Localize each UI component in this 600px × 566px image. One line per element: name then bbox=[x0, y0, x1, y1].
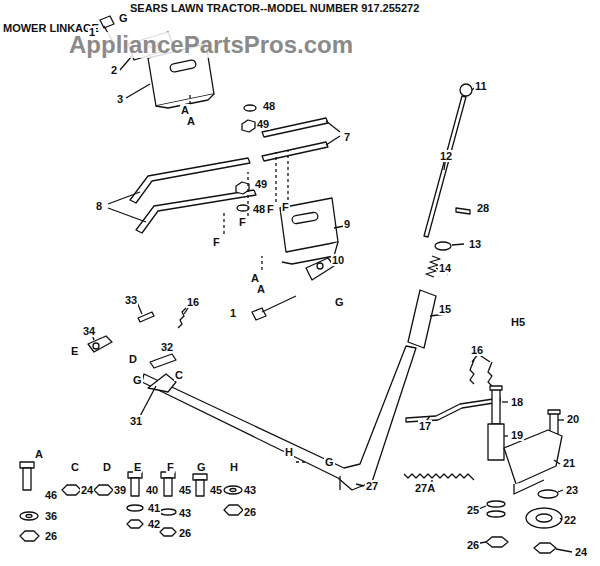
callout-number: A bbox=[186, 115, 196, 127]
callout-number: 24 bbox=[574, 546, 588, 558]
callout-number: G bbox=[324, 456, 335, 468]
callout-number: 19 bbox=[510, 429, 524, 441]
callout-number: 8 bbox=[95, 200, 103, 212]
callout-number: 42 bbox=[147, 518, 161, 530]
callout-number: 40 bbox=[145, 484, 159, 496]
callout-number: H5 bbox=[510, 316, 526, 328]
callout-number: 27 bbox=[365, 480, 379, 492]
callout-number: 22 bbox=[563, 514, 577, 526]
callout-number: 26 bbox=[466, 539, 480, 551]
callout-number: 45 bbox=[178, 484, 192, 496]
callout-number: 20 bbox=[566, 413, 580, 425]
callout-number: C bbox=[70, 461, 80, 473]
callout-number: 13 bbox=[468, 238, 482, 250]
callout-number: 17 bbox=[418, 420, 432, 432]
callout-number: 23 bbox=[565, 484, 579, 496]
callout-number: 11 bbox=[474, 80, 488, 92]
page-title: SEARS LAWN TRACTOR--MODEL NUMBER 917.255… bbox=[130, 2, 419, 14]
callout-number: 21 bbox=[562, 457, 576, 469]
callout-number: D bbox=[128, 353, 138, 365]
callout-number: 48 bbox=[252, 203, 266, 215]
callout-number: 27A bbox=[414, 482, 436, 494]
callout-number: F bbox=[238, 216, 247, 228]
callout-number: C bbox=[174, 369, 184, 381]
callout-number: 39 bbox=[113, 484, 127, 496]
callout-number: 16 bbox=[470, 344, 484, 356]
callout-number: 49 bbox=[254, 178, 268, 190]
watermark: AppliancePartsPros.com bbox=[68, 32, 354, 58]
callout-number: F bbox=[166, 461, 175, 473]
callout-number: 12 bbox=[439, 150, 453, 162]
callout-number: 9 bbox=[343, 218, 351, 230]
callout-number: 14 bbox=[438, 262, 452, 274]
callout-number: 26 bbox=[44, 530, 58, 542]
callout-number: 28 bbox=[476, 202, 490, 214]
callout-number: 31 bbox=[129, 415, 143, 427]
callout-number: 7 bbox=[343, 131, 351, 143]
callout-number: 48 bbox=[262, 100, 276, 112]
callout-number: H bbox=[229, 461, 239, 473]
callout-number: 45 bbox=[209, 484, 223, 496]
callout-number: 46 bbox=[44, 489, 58, 501]
callout-number: 43 bbox=[178, 507, 192, 519]
callout-number: A bbox=[34, 448, 44, 460]
callout-number: A bbox=[256, 283, 266, 295]
callout-number: 36 bbox=[44, 510, 58, 522]
callout-number: 10 bbox=[331, 254, 345, 266]
callout-number: 15 bbox=[438, 303, 452, 315]
callout-number: 33 bbox=[124, 294, 138, 306]
callout-number: 41 bbox=[147, 502, 161, 514]
callout-number: 16 bbox=[186, 296, 200, 308]
callout-number: 26 bbox=[243, 506, 257, 518]
callout-number: G bbox=[132, 374, 143, 386]
callout-number: F bbox=[281, 201, 290, 213]
callout-number: 1 bbox=[88, 26, 96, 38]
callout-number: G bbox=[118, 12, 129, 24]
callout-number: 26 bbox=[178, 527, 192, 539]
callout-number: 18 bbox=[510, 396, 524, 408]
callout-number: E bbox=[133, 461, 142, 473]
callout-number: G bbox=[196, 461, 207, 473]
callout-number: D bbox=[102, 461, 112, 473]
callout-number: F bbox=[266, 203, 275, 215]
callout-number: 3 bbox=[116, 93, 124, 105]
callout-number: 49 bbox=[256, 118, 270, 130]
callout-number: F bbox=[212, 236, 221, 248]
callout-number: 2 bbox=[110, 64, 118, 76]
callout-number: 25 bbox=[466, 504, 480, 516]
callout-number: G bbox=[334, 296, 345, 308]
callout-number: 24 bbox=[80, 484, 94, 496]
callout-number: 32 bbox=[160, 341, 174, 353]
callout-number: 43 bbox=[243, 484, 257, 496]
callout-number: E bbox=[70, 345, 79, 357]
callout-number: 34 bbox=[82, 325, 96, 337]
callout-number: H bbox=[284, 446, 294, 458]
callout-number: 1 bbox=[229, 307, 237, 319]
